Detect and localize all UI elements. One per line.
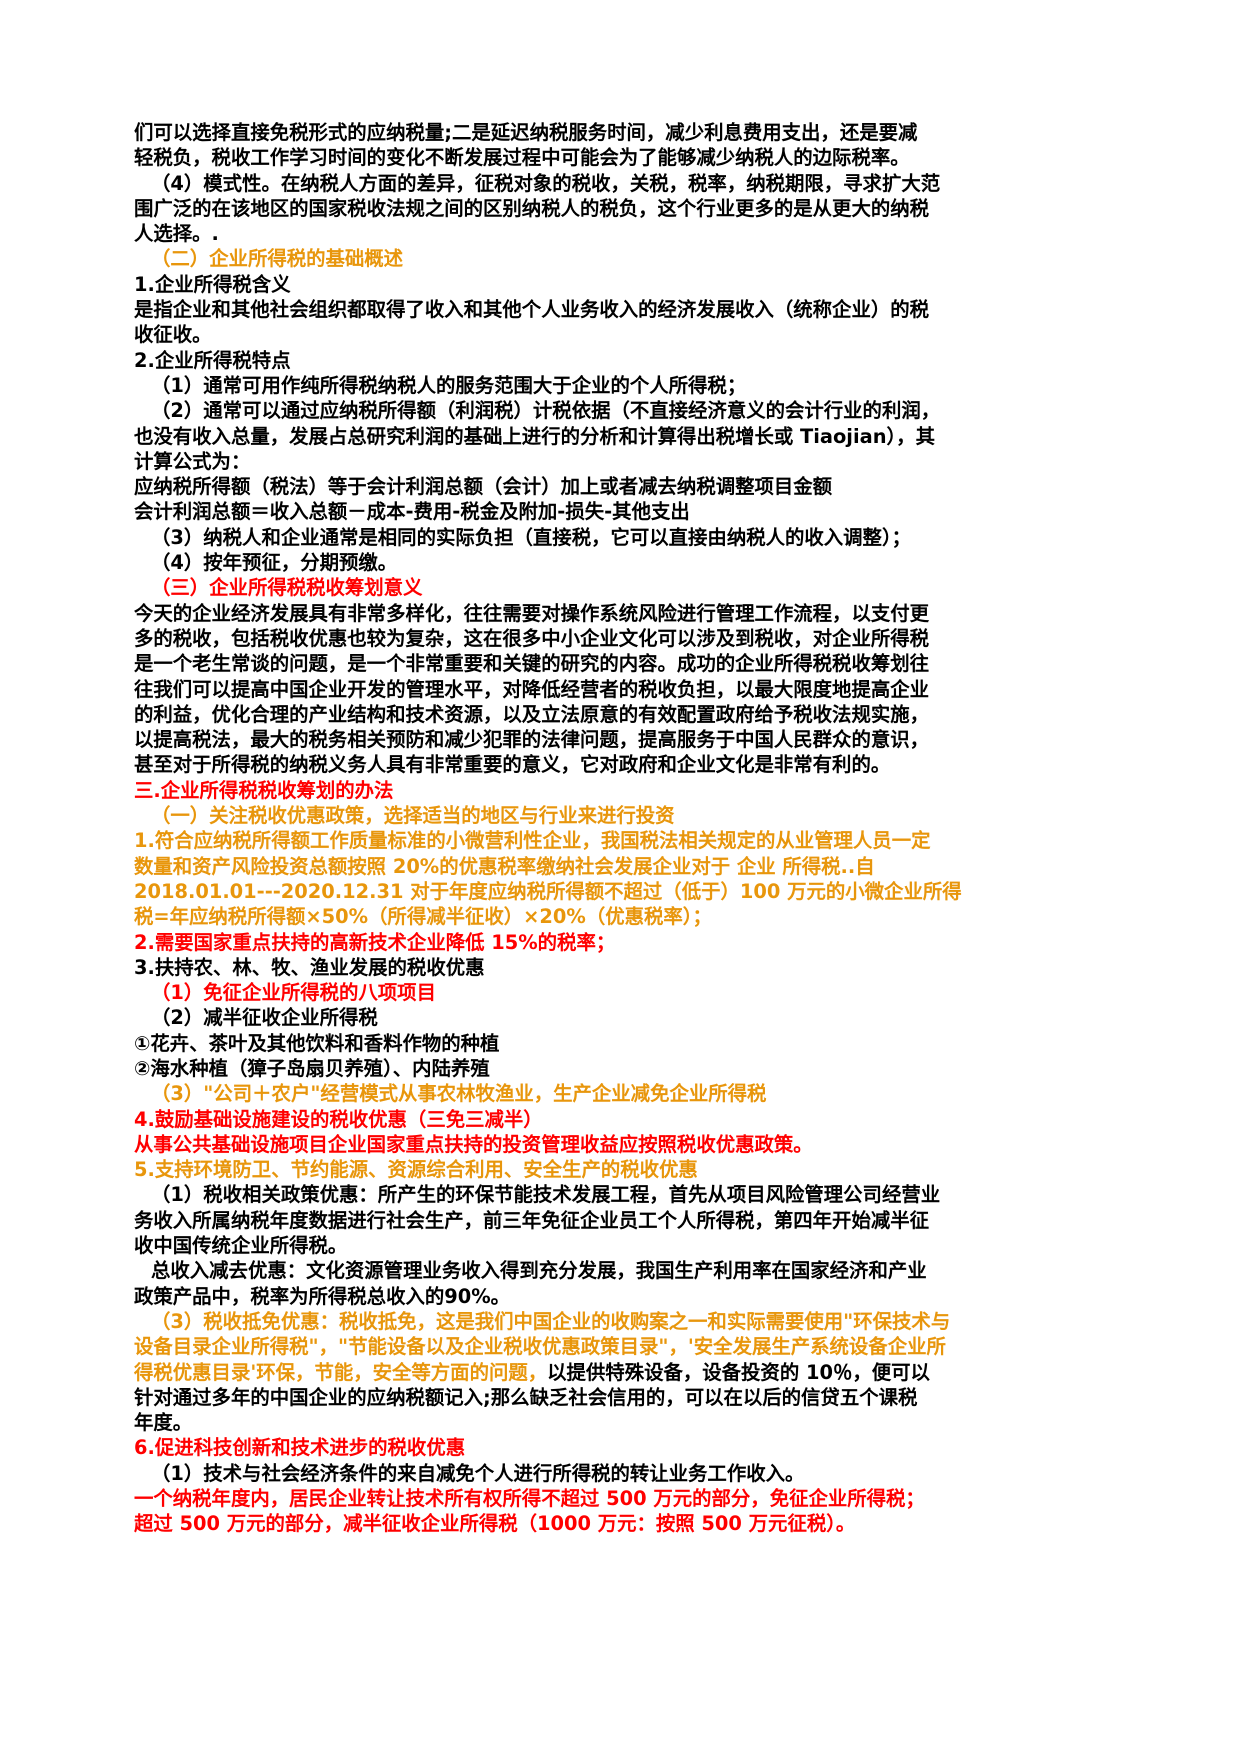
document-line: 应纳税所得额（税法）等于会计利润总额（会计）加上或者减去纳税调整项目金额 — [134, 475, 833, 499]
document-line: （3）税收抵免优惠：税收抵免，这是我们中国企业的收购案之一和实际需要使用"环保技… — [151, 1309, 951, 1333]
document-line: 务收入所属纳税年度数据进行社会生产，前三年免征企业员工个人所得税，第四年开始减半… — [134, 1208, 930, 1232]
document-line: （2）通常可以通过应纳税所得额（利润税）计税依据（不直接经济意义的会计行业的利润… — [151, 399, 941, 423]
document-line: 2018.01.01---2020.12.31 对于年度应纳税所得额不超过（低于… — [134, 879, 962, 903]
document-line: 设备目录企业所得税"，"节能设备以及企业税收优惠政策目录"，'安全发展生产系统设… — [134, 1335, 946, 1359]
document-line: 税=年应纳税所得额×50%（所得减半征收）×20%（优惠税率）； — [134, 905, 712, 929]
document-line: （3）纳税人和企业通常是相同的实际负担（直接税，它可以直接由纳税人的收入调整）； — [151, 525, 912, 549]
document-line: （4）按年预征，分期预缴。 — [151, 551, 398, 575]
line-segment: 以提供特殊设备，设备投资的 10％，便可以 — [547, 1360, 930, 1384]
document-line: 政策产品中，税率为所得税总收入的90%。 — [134, 1284, 511, 1308]
document-line: 甚至对于所得税的纳税义务人具有非常重要的意义，它对政府和企业文化是非常有利的。 — [134, 753, 891, 777]
document-line: 是一个老生常谈的问题，是一个非常重要和关键的研究的内容。成功的企业所得税税收筹划… — [134, 652, 930, 676]
document-line: ①花卉、茶叶及其他饮料和香料作物的种植 — [134, 1031, 500, 1055]
document-line: 3.扶持农、林、牧、渔业发展的税收优惠 — [134, 955, 485, 979]
document-line: （二）企业所得税的基础概述 — [151, 247, 404, 271]
document-line: 人选择。. — [134, 222, 219, 246]
document-line: 计算公式为： — [134, 449, 251, 473]
document-line: 围广泛的在该地区的国家税收法规之间的区别纳税人的税负，这个行业更多的是从更大的纳… — [134, 196, 930, 220]
document-line: 针对通过多年的中国企业的应纳税额记入;那么缺乏社会信用的，可以在以后的信贷五个课… — [134, 1385, 918, 1409]
document-line: 们可以选择直接免税形式的应纳税量;二是延迟纳税服务时间，减少利息费用支出，还是要… — [134, 121, 918, 144]
document-line: 也没有收入总量，发展占总研究利润的基础上进行的分析和计算得出税增长或 Tiaoj… — [134, 424, 935, 448]
document-line: 1.符合应纳税所得额工作质量标准的小微营利性企业，我国税法相关规定的从业管理人员… — [134, 829, 931, 853]
document-line: 1.企业所得税含义 — [134, 272, 291, 296]
document-line: 4.鼓励基础设施建设的税收优惠（三免三减半） — [134, 1107, 543, 1131]
document-line: （4）模式性。在纳税人方面的差异，征税对象的税收，关税，税率，纳税期限，寻求扩大… — [151, 171, 941, 195]
document-line: 2.需要国家重点扶持的高新技术企业降低 15%的税率； — [134, 930, 616, 954]
document-line: 5.支持环境防卫、节约能源、资源综合利用、安全生产的税收优惠 — [134, 1158, 698, 1182]
document-line: 年度。 — [134, 1411, 193, 1435]
document-body: 们可以选择直接免税形式的应纳税量;二是延迟纳税服务时间，减少利息费用支出，还是要… — [134, 120, 1116, 1537]
document-line: 收中国传统企业所得税。 — [134, 1234, 348, 1258]
document-line: 从事公共基础设施项目企业国家重点扶持的投资管理收益应按照税收优惠政策。 — [134, 1132, 813, 1156]
document-line: （1）免征企业所得税的八项项目 — [151, 981, 436, 1005]
document-line: （2）减半征收企业所得税 — [151, 1006, 378, 1030]
document-line: （一）关注税收优惠政策，选择适当的地区与行业来进行投资 — [151, 804, 675, 828]
document-line: 多的税收，包括税收优惠也较为复杂，这在很多中小企业文化可以涉及到税收，对企业所得… — [134, 626, 930, 650]
document-line: （1）技术与社会经济条件的来自减免个人进行所得税的转让业务工作收入。 — [151, 1461, 805, 1485]
document-line: 三.企业所得税税收筹划的办法 — [134, 778, 394, 802]
document-line: 数量和资产风险投资总额按照 20%的优惠税率缴纳社会发展企业对于 企业 所得税.… — [134, 854, 875, 878]
document-line: ②海水种植（獐子岛扇贝养殖）、内陆养殖 — [134, 1056, 490, 1080]
document-line: 今天的企业经济发展具有非常多样化，往往需要对操作系统风险进行管理工作流程，以支付… — [134, 601, 930, 625]
document-line: （3）"公司＋农户"经营模式从事农林牧渔业，生产企业减免企业所得税 — [151, 1082, 767, 1106]
document-line: 往我们可以提高中国企业开发的管理水平，对降低经营者的税收负担，以最大限度地提高企… — [134, 677, 930, 701]
document-line: 得税优惠目录'环保，节能，安全等方面的问题，以提供特殊设备，设备投资的 10％，… — [134, 1360, 1116, 1385]
document-line: 的利益，优化合理的产业结构和技术资源，以及立法原意的有效配置政府给予税收法规实施… — [134, 702, 930, 726]
line-segment: 得税优惠目录'环保，节能，安全等方面的问题， — [134, 1360, 548, 1384]
document-line: 一个纳税年度内，居民企业转让技术所有权所得不超过 500 万元的部分，免征企业所… — [134, 1487, 925, 1511]
document-line: 轻税负，税收工作学习时间的变化不断发展过程中可能会为了能够减少纳税人的边际税率。 — [134, 146, 910, 170]
document-line: 以提高税法，最大的税务相关预防和减少犯罪的法律问题，提高服务于中国人民群众的意识… — [134, 728, 930, 752]
document-line: 2.企业所得税特点 — [134, 348, 291, 372]
document-line: 总收入减去优惠：文化资源管理业务收入得到充分发展，我国生产利用率在国家经济和产业 — [151, 1259, 927, 1283]
document-line: （1）通常可用作纯所得税纳税人的服务范围大于企业的个人所得税； — [151, 373, 747, 397]
document-line: 收征收。 — [134, 323, 212, 347]
document-line: 是指企业和其他社会组织都取得了收入和其他个人业务收入的经济发展收入（统称企业）的… — [134, 298, 930, 322]
document-line: （三）企业所得税税收筹划意义 — [151, 576, 423, 600]
document-line: 6.促进科技创新和技术进步的税收优惠 — [134, 1436, 466, 1460]
document-line: 会计利润总额＝收入总额－成本-费用-税金及附加-损失-其他支出 — [134, 500, 690, 524]
document-line: 超过 500 万元的部分，减半征收企业所得税（1000 万元：按照 500 万元… — [134, 1512, 856, 1536]
document-line: （1）税收相关政策优惠：所产生的环保节能技术发展工程，首先从项目风险管理公司经营… — [151, 1183, 941, 1207]
